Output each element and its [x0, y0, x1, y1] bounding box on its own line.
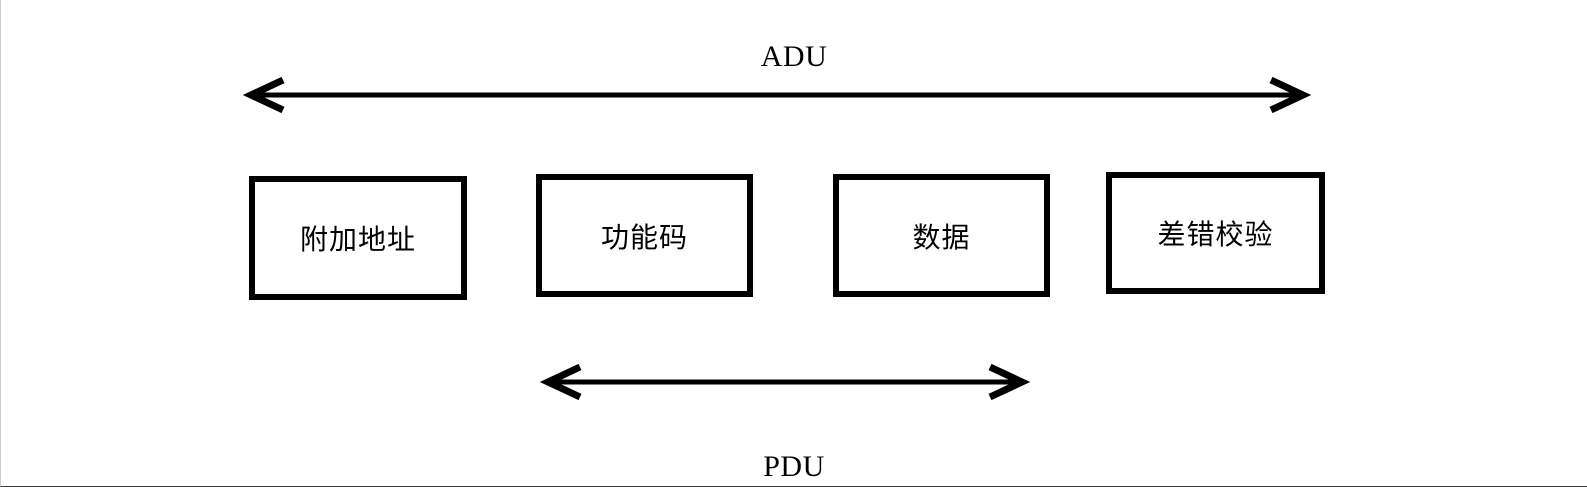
pdu-span-label: PDU — [763, 450, 825, 483]
field-label-extra-address: 附加地址 — [299, 225, 416, 256]
field-label-data: 数据 — [912, 222, 971, 254]
field-label-error-check: 差错校验 — [1157, 220, 1274, 251]
field-box-error-check[interactable]: 差错校验 — [1106, 172, 1325, 294]
pdu-span-arrow — [539, 363, 1031, 401]
field-box-function-code[interactable]: 功能码 — [536, 174, 753, 297]
adu-span-label: ADU — [760, 40, 828, 73]
field-label-function-code: 功能码 — [600, 222, 688, 254]
field-box-data[interactable]: 数据 — [833, 174, 1050, 297]
adu-span-arrow — [242, 76, 1312, 114]
field-box-extra-address[interactable]: 附加地址 — [249, 176, 467, 300]
